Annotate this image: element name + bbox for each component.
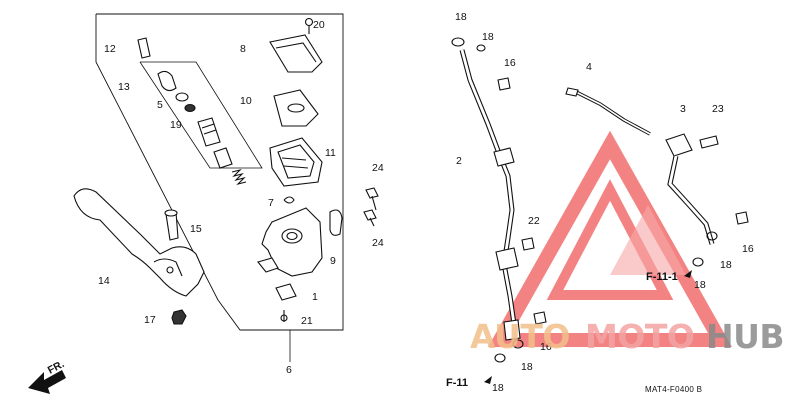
- label-14: 14: [98, 275, 110, 287]
- label-11: 11: [325, 147, 336, 159]
- watermark-logo: [488, 130, 732, 347]
- watermark-text: AUTO MOTO HUB: [470, 317, 785, 356]
- watermark-moto: MOTO: [585, 317, 694, 356]
- drawing-code: MAT4-F0400 B: [645, 385, 702, 394]
- label-18-b: 18: [482, 31, 494, 43]
- ref-f11-1: F-11-1: [646, 271, 678, 283]
- label-18-d: 18: [694, 279, 706, 291]
- label-16-a: 16: [504, 57, 516, 69]
- label-10: 10: [240, 95, 252, 107]
- label-19: 19: [170, 119, 182, 131]
- front-arrow-icon: [28, 370, 66, 394]
- label-9: 9: [330, 255, 336, 267]
- part-labels: 20 8 12 13 5 10 19 11 7 24 24 15 14 9 1 …: [98, 11, 754, 394]
- label-24-top: 24: [372, 162, 384, 174]
- brake-hose-group: [451, 37, 749, 363]
- label-18-e: 18: [521, 361, 533, 373]
- label-18-a: 18: [455, 11, 467, 23]
- label-12: 12: [104, 43, 116, 55]
- label-16-c: 16: [540, 341, 552, 353]
- label-20: 20: [313, 19, 325, 31]
- label-21: 21: [301, 315, 313, 327]
- label-17: 17: [144, 314, 156, 326]
- label-5: 5: [157, 99, 163, 111]
- label-8: 8: [240, 43, 246, 55]
- ref-f11: F-11: [446, 377, 468, 389]
- label-18-c: 18: [720, 259, 732, 271]
- label-24-bottom: 24: [372, 237, 384, 249]
- watermark-hub: HUB: [706, 317, 784, 356]
- label-3: 3: [680, 103, 686, 115]
- label-16-b: 16: [742, 243, 754, 255]
- label-15: 15: [190, 223, 202, 235]
- label-23: 23: [712, 103, 724, 115]
- label-6: 6: [286, 364, 292, 376]
- master-cylinder-group: [73, 13, 379, 362]
- label-4: 4: [586, 61, 592, 73]
- label-2: 2: [456, 155, 462, 167]
- label-22: 22: [528, 215, 540, 227]
- watermark-auto: AUTO: [470, 317, 570, 356]
- label-7: 7: [268, 197, 274, 209]
- label-1: 1: [312, 291, 318, 303]
- label-13: 13: [118, 81, 130, 93]
- label-18-f: 18: [492, 382, 504, 394]
